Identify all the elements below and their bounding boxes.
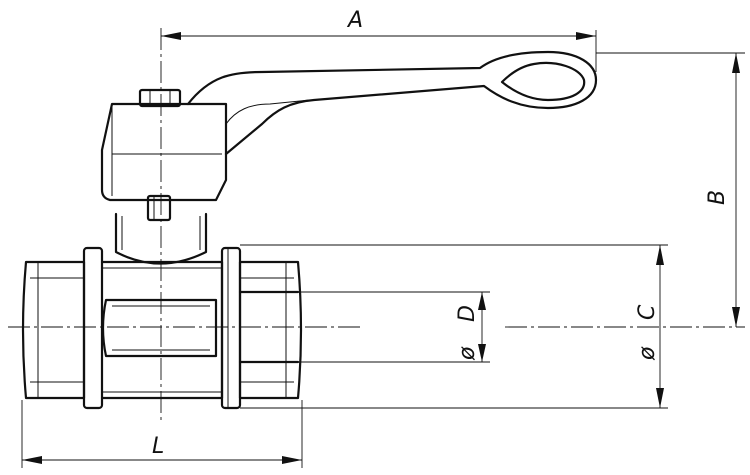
lever-handle — [100, 50, 598, 202]
extension-lines — [21, 30, 745, 468]
dimension-b-label: B — [705, 190, 730, 205]
center-lines — [8, 28, 745, 420]
valve-body — [21, 246, 303, 410]
dimension-a-label: A — [346, 8, 363, 33]
dimension-d: D ø — [455, 292, 486, 362]
valve-neck — [114, 194, 208, 265]
dimension-b: B — [705, 53, 740, 327]
dimension-c-label: C — [635, 304, 660, 320]
dimension-c: C ø — [635, 245, 664, 408]
dimension-a: A — [161, 8, 596, 40]
dimension-d-label: D — [455, 305, 480, 322]
diameter-symbol-c: ø — [635, 346, 660, 361]
dimension-l-label: L — [152, 434, 164, 459]
dimension-l: L — [22, 434, 302, 464]
diameter-symbol-d: ø — [455, 346, 480, 361]
